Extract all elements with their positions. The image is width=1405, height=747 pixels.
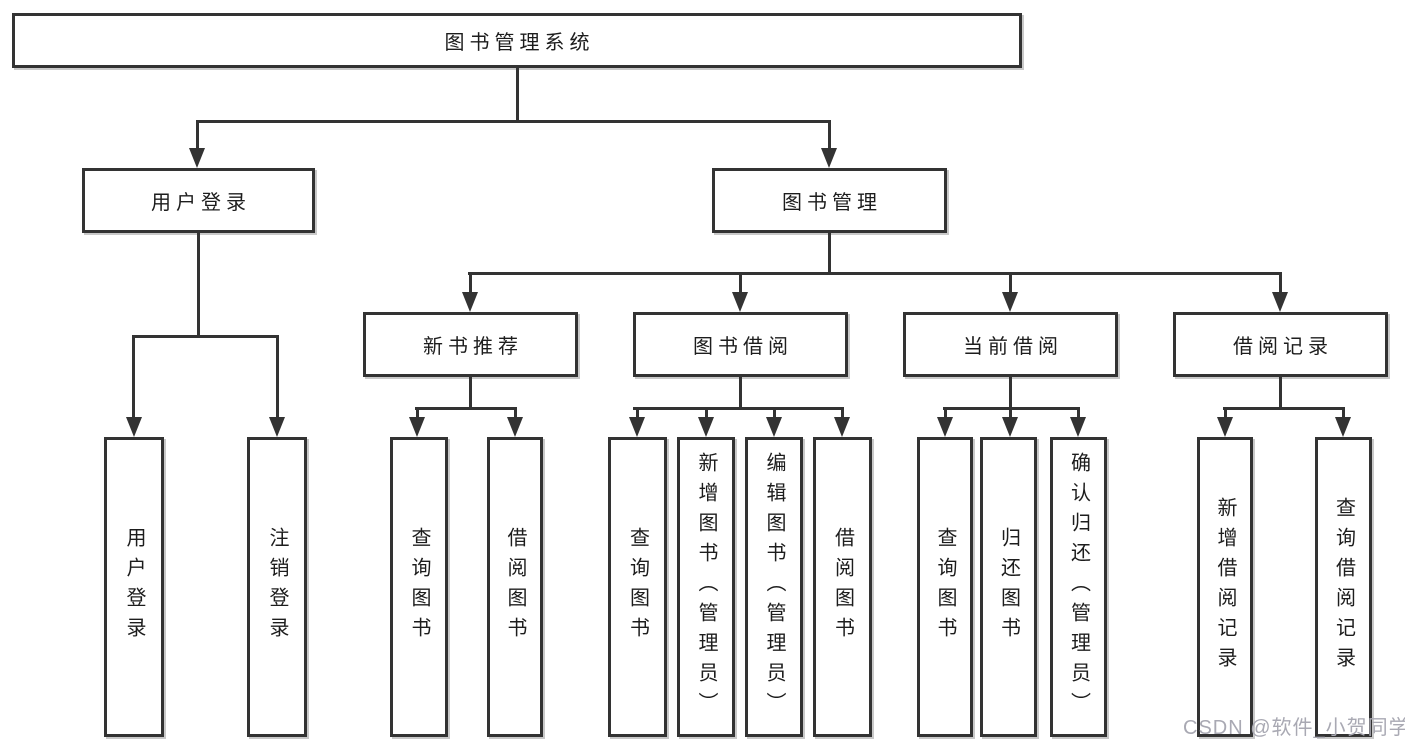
node-confirm-return-admin: 确认归还（管理员） (1050, 437, 1107, 737)
node-book-borrow: 图书借阅 (633, 312, 848, 377)
node-edit-book-admin: 编辑图书（管理员） (745, 437, 803, 737)
connector-bar (633, 407, 844, 410)
arrow-to-borrow-records (1272, 292, 1288, 312)
node-label: 查询借阅记录 (1332, 497, 1355, 677)
arrow-to-user-login-leaf (126, 417, 142, 437)
arrow-to-current-borrow (1002, 292, 1018, 312)
node-label: 查询图书 (626, 527, 649, 647)
connector-level2-bar (468, 272, 1282, 275)
connector-shaft (469, 272, 472, 296)
connector-shaft (1009, 407, 1012, 420)
node-borrow-books-borrow: 借阅图书 (813, 437, 872, 737)
arrow-to-leaf (698, 417, 714, 437)
csdn-watermark: CSDN @软件_小贺同学 (1183, 717, 1405, 739)
node-add-borrow-record: 新增借阅记录 (1197, 437, 1253, 737)
node-label: 图书借阅 (693, 336, 793, 358)
arrow-to-new-book-recommend (462, 292, 478, 312)
arrow-to-leaf (1002, 417, 1018, 437)
node-query-books-current: 查询图书 (917, 437, 973, 737)
connector-shaft (1342, 407, 1345, 420)
node-book-management: 图书管理 (712, 168, 947, 233)
node-label: 注销登录 (266, 527, 288, 647)
connector-stem (469, 377, 472, 410)
node-new-book-recommend: 新书推荐 (363, 312, 578, 377)
connector-shaft (132, 335, 135, 419)
node-query-books-borrow: 查询图书 (608, 437, 667, 737)
node-label: 借阅图书 (504, 527, 526, 647)
connector-stem (1009, 377, 1012, 410)
connector-shaft (1224, 407, 1227, 420)
node-query-borrow-record: 查询借阅记录 (1315, 437, 1372, 737)
arrow-to-leaf (766, 417, 782, 437)
node-query-books-recommend: 查询图书 (390, 437, 448, 737)
connector-level1-bar (196, 120, 831, 123)
node-borrow-books-recommend: 借阅图书 (487, 437, 543, 737)
connector-shaft (773, 407, 776, 420)
connector-bar (1223, 407, 1345, 410)
node-label: 借阅图书 (831, 527, 854, 647)
connector-user-login-stem (197, 233, 200, 337)
node-user-login: 用户登录 (82, 168, 315, 233)
connector-shaft (828, 120, 831, 150)
node-label: 确认归还（管理员） (1067, 452, 1090, 722)
connector-root-stem (516, 68, 519, 121)
node-label: 编辑图书（管理员） (763, 452, 785, 722)
node-user-login-leaf: 用户登录 (104, 437, 164, 737)
connector-shaft (514, 407, 517, 420)
arrow-to-book-management (821, 148, 837, 168)
node-label: 图书管理系统 (444, 32, 595, 54)
connector-stem (1279, 377, 1282, 410)
arrow-to-leaf (1217, 417, 1233, 437)
node-system-title: 图书管理系统 (12, 13, 1022, 68)
node-label: 查询图书 (408, 527, 430, 647)
connector-shaft (276, 335, 279, 419)
connector-shaft (841, 407, 844, 420)
connector-shaft (944, 407, 947, 420)
arrow-to-leaf (1070, 417, 1086, 437)
connector-user-login-bar (132, 335, 279, 338)
connector-shaft (1279, 272, 1282, 296)
node-label: 用户登录 (151, 192, 251, 214)
connector-shaft (705, 407, 708, 420)
arrow-to-leaf (507, 417, 523, 437)
arrow-to-leaf (937, 417, 953, 437)
node-label: 新增图书（管理员） (695, 452, 717, 722)
arrow-to-leaf (834, 417, 850, 437)
connector-bar (415, 407, 517, 410)
connector-shaft (636, 407, 639, 420)
node-label: 借阅记录 (1233, 336, 1333, 358)
connector-shaft (196, 120, 199, 150)
node-return-book: 归还图书 (980, 437, 1037, 737)
node-label: 查询图书 (934, 527, 956, 647)
arrow-to-user-login (189, 148, 205, 168)
connector-book-mgmt-stem (828, 233, 831, 275)
arrow-to-book-borrow (732, 292, 748, 312)
arrow-to-leaf (629, 417, 645, 437)
node-label: 新增借阅记录 (1214, 497, 1236, 677)
node-logout-leaf: 注销登录 (247, 437, 307, 737)
node-current-borrow: 当前借阅 (903, 312, 1118, 377)
connector-stem (739, 377, 742, 410)
connector-shaft (1009, 272, 1012, 296)
node-add-book-admin: 新增图书（管理员） (677, 437, 735, 737)
node-borrow-records: 借阅记录 (1173, 312, 1388, 377)
arrow-to-leaf (1335, 417, 1351, 437)
connector-shaft (1077, 407, 1080, 420)
arrow-to-leaf (409, 417, 425, 437)
node-label: 新书推荐 (423, 336, 523, 358)
node-label: 用户登录 (123, 527, 145, 647)
connector-shaft (416, 407, 419, 420)
arrow-to-logout-leaf (269, 417, 285, 437)
node-label: 当前借阅 (963, 336, 1063, 358)
node-label: 归还图书 (997, 527, 1020, 647)
connector-shaft (739, 272, 742, 296)
node-label: 图书管理 (782, 192, 882, 214)
